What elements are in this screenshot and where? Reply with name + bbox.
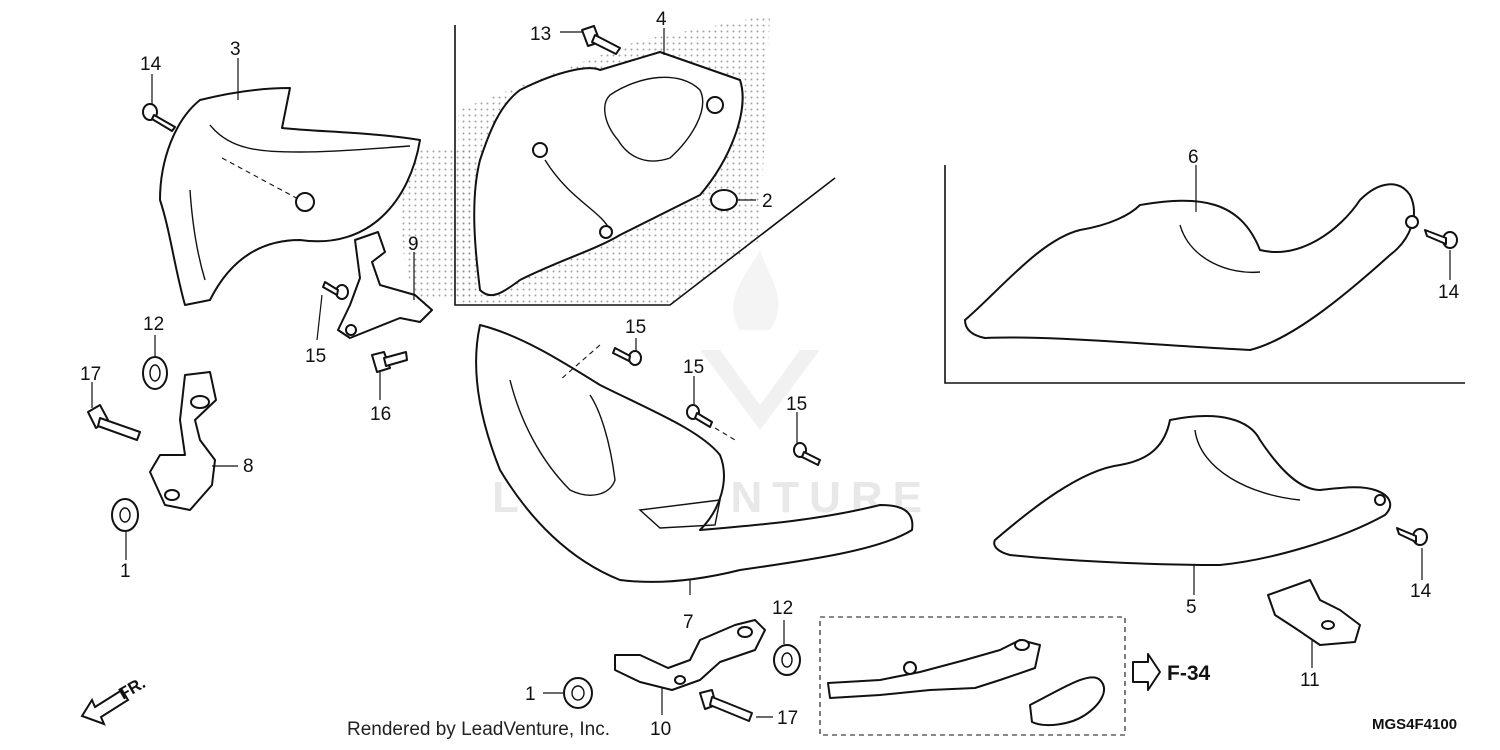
callout-13: 13 xyxy=(530,24,551,45)
inset-bracket[interactable] xyxy=(1029,676,1105,727)
part-belly-pan-5[interactable] xyxy=(993,415,1392,566)
fastener-screw-15a[interactable] xyxy=(322,281,349,300)
part-bracket-11[interactable] xyxy=(1267,579,1361,646)
frame-center xyxy=(454,25,836,306)
front-direction-arrow: FR. xyxy=(80,673,149,726)
fastener-grommet-12a[interactable] xyxy=(142,356,168,390)
part-upper-cowl-left[interactable] xyxy=(159,87,421,306)
watermark-logo xyxy=(700,250,820,430)
callout-10: 10 xyxy=(650,719,671,740)
part-bracket-9[interactable] xyxy=(337,231,433,339)
callout-14-b: 14 xyxy=(1438,282,1460,303)
reference-label: F-34 xyxy=(1167,662,1211,685)
callout-4: 4 xyxy=(656,9,667,30)
fastener-screw-14c[interactable] xyxy=(1396,527,1428,546)
fastener-bolt-17b[interactable] xyxy=(699,689,753,722)
frame-inset xyxy=(819,616,1126,736)
callout-8: 8 xyxy=(243,456,254,477)
footer-credit: Rendered by LeadVenture, Inc. xyxy=(347,719,611,740)
callout-7: 7 xyxy=(683,612,694,633)
callout-11: 11 xyxy=(1300,670,1320,691)
frame-right xyxy=(944,165,1465,384)
fastener-grommet-2[interactable] xyxy=(710,189,738,211)
diagram-code: MGS4F4100 xyxy=(1372,716,1458,733)
callout-15-c: 15 xyxy=(683,357,704,378)
callout-3: 3 xyxy=(230,39,241,60)
callout-15-a: 15 xyxy=(305,346,326,367)
callout-15-b: 15 xyxy=(625,317,646,338)
part-bracket-10[interactable] xyxy=(614,619,766,691)
fastener-grommet-1a[interactable] xyxy=(111,498,139,532)
callout-17-a: 17 xyxy=(80,364,101,385)
callout-14-a: 14 xyxy=(140,54,162,75)
fastener-grommet-12b[interactable] xyxy=(773,644,801,676)
callout-1-a: 1 xyxy=(120,561,131,582)
fastener-bolt-16[interactable] xyxy=(371,351,408,373)
fastener-screw-15c[interactable] xyxy=(686,404,713,428)
part-bracket-8[interactable] xyxy=(149,371,217,511)
inset-stay[interactable] xyxy=(827,639,1041,699)
callout-5: 5 xyxy=(1186,597,1197,618)
fastener-screw-14b[interactable] xyxy=(1424,229,1458,249)
callout-15-d: 15 xyxy=(786,394,807,415)
fastener-bolt-13[interactable] xyxy=(581,25,621,55)
fastener-grommet-1b[interactable] xyxy=(563,677,593,709)
part-belly-pan-6[interactable] xyxy=(964,183,1419,351)
callout-16: 16 xyxy=(370,404,391,425)
callout-6: 6 xyxy=(1188,147,1199,168)
callout-12-a: 12 xyxy=(143,314,164,335)
callout-9: 9 xyxy=(408,234,419,255)
callout-1-b: 1 xyxy=(525,684,536,705)
fastener-bolt-17a[interactable] xyxy=(87,404,141,441)
leader-lines xyxy=(91,28,1451,718)
part-inner-cowl[interactable] xyxy=(473,51,744,297)
reference-arrow[interactable]: F-34 xyxy=(1132,653,1211,691)
dash-15c xyxy=(714,427,736,441)
fastener-screw-15b[interactable] xyxy=(612,347,642,366)
callout-14-c: 14 xyxy=(1410,581,1432,602)
callout-12-b: 12 xyxy=(772,598,793,619)
fastener-screw-15d[interactable] xyxy=(793,442,821,466)
callout-17-b: 17 xyxy=(777,708,798,729)
part-lower-cowl[interactable] xyxy=(475,324,914,583)
callout-2: 2 xyxy=(762,191,773,212)
dash-3 xyxy=(221,157,301,201)
fastener-screw-14a[interactable] xyxy=(142,103,176,132)
